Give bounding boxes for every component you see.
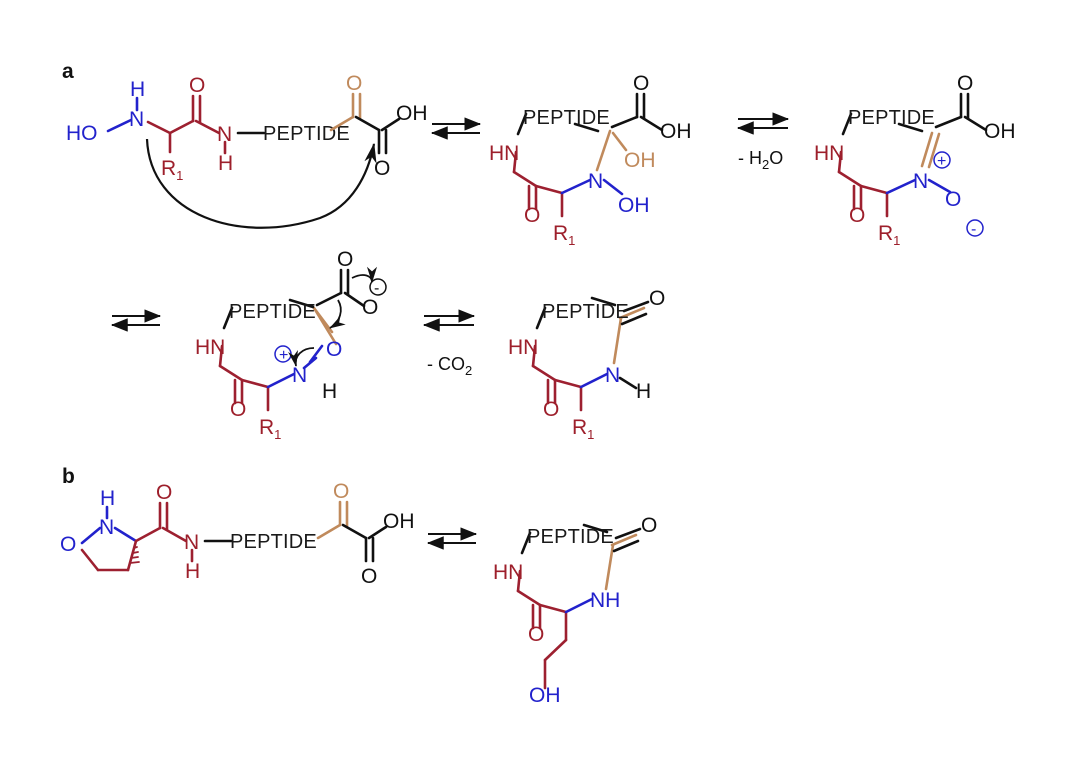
peptide-label-a1: PEPTIDE	[263, 123, 350, 145]
atom-n-plus-a3: N	[913, 170, 928, 193]
equilibrium-arrow-dehydration: - H2O	[736, 112, 790, 172]
panel-a-label: a	[62, 60, 74, 83]
stereo-hash-bond-b1	[129, 546, 140, 564]
atom-amide-n-b1: N	[184, 531, 199, 554]
atom-amide-o-a4: O	[230, 398, 246, 421]
peptide-label-a4: PEPTIDE	[229, 301, 316, 323]
atom-acid-oh-b1: OH	[383, 510, 415, 533]
atom-keto-oxygen-b1: O	[333, 480, 349, 503]
atom-hn-a2: HN	[489, 142, 519, 165]
atom-r1-label: R1	[161, 157, 183, 183]
atom-hn-b2: HN	[493, 561, 523, 584]
structure-isoxazolidine-peptide: O N H O N H PEPTIDE	[60, 481, 317, 583]
structure-nitrone: PEPTIDE HN O R1 N + O - O OH	[814, 72, 1016, 248]
atom-carboxylate-o-top-a4: O	[337, 248, 353, 271]
atom-acid-oxygen-a1: O	[374, 157, 390, 180]
plus-charge-a4: +	[279, 347, 288, 364]
atom-n-hydroxylamine: N	[129, 108, 144, 131]
atom-amide-nh-b1: H	[185, 560, 200, 583]
equilibrium-arrow-a1	[430, 117, 482, 140]
nucleophilic-attack-arrow	[145, 138, 377, 229]
equilibrium-arrow-a3	[110, 309, 162, 332]
dehydration-caption: - H2O	[738, 148, 783, 172]
structure-hemiaminal: PEPTIDE HN O R1 N OH OH O OH	[489, 72, 692, 248]
atom-amide-o-a5: O	[543, 398, 559, 421]
atom-ring-o-b1: O	[60, 533, 76, 556]
atom-hn-a5: HN	[508, 336, 538, 359]
atom-amide-oxygen: O	[189, 74, 205, 97]
atom-ring-nh-b1: H	[100, 487, 115, 510]
equilibrium-arrow-b1	[426, 527, 478, 550]
atom-n-a2: N	[588, 170, 603, 193]
plus-charge-a3: +	[937, 153, 946, 170]
structure-homoserine-product: PEPTIDE HN O NH O OH	[493, 514, 657, 707]
structure-ketoacid-a1: O OH O	[329, 72, 428, 180]
atom-r1-a5: R1	[572, 416, 594, 442]
atom-acid-oh-a1: OH	[396, 102, 428, 125]
minus-charge-circle-a3	[966, 219, 984, 237]
atom-acid-oh-a3: OH	[984, 120, 1016, 143]
peptide-label-a3: PEPTIDE	[848, 107, 935, 129]
structure-ketoacid-b1: O OH O	[316, 480, 415, 588]
atom-carboxylate-o-minus-a4: O	[362, 296, 378, 319]
atom-amide-o-a3: O	[849, 204, 865, 227]
atom-amide-nh-hydrogen: H	[218, 152, 233, 175]
decarboxylation-caption: - CO2	[427, 354, 472, 378]
atom-amide-o-b1: O	[156, 481, 172, 504]
atom-c-oh-a2: OH	[624, 149, 656, 172]
peptide-label-b1: PEPTIDE	[230, 531, 317, 553]
atom-r1-a4: R1	[259, 416, 281, 442]
atom-r1-a3: R1	[878, 222, 900, 248]
atom-o-minus-a3: O	[945, 188, 961, 211]
ring-bond-arrow	[329, 299, 346, 329]
atom-oh-b2: OH	[529, 684, 561, 707]
atom-acid-o-a2: O	[633, 72, 649, 95]
atom-amide-nitrogen: N	[217, 123, 232, 146]
atom-amide-o-a2: O	[524, 204, 540, 227]
equilibrium-arrow-decarboxylation: - CO2	[422, 309, 476, 378]
structure-hydroxylamine-peptide: HO N H R1 O N H PEPTIDE	[66, 74, 350, 183]
atom-acid-oh-a2: OH	[660, 120, 692, 143]
atom-n-h-a4: H	[322, 380, 337, 403]
atom-n-plus-a4: N	[292, 364, 307, 387]
atom-n-oh-a2: OH	[618, 194, 650, 217]
atom-acid-oxygen-b1: O	[361, 565, 377, 588]
atom-r1-a2: R1	[553, 222, 575, 248]
structure-oxaziridine: PEPTIDE HN O R1 N + H O O O -	[195, 248, 387, 442]
atom-ho-label: HO	[66, 122, 98, 145]
atom-n-a5: N	[605, 364, 620, 387]
minus-charge-circle-a4	[369, 278, 387, 296]
peptide-label-b2: PEPTIDE	[527, 526, 614, 548]
atom-c-o-a5: O	[649, 287, 665, 310]
atom-ring-o-a4: O	[326, 338, 342, 361]
atom-nh-b2: NH	[590, 589, 620, 612]
structure-amide-product: PEPTIDE HN O R1 N H O	[508, 287, 665, 442]
plus-charge-circle-a3	[933, 151, 951, 169]
atom-h-on-n: H	[130, 78, 145, 101]
carboxylate-electron-arrow	[351, 266, 378, 283]
atom-hn-a3: HN	[814, 142, 844, 165]
atom-hn-a4: HN	[195, 336, 225, 359]
atom-c-o-b2: O	[641, 514, 657, 537]
peptide-label-a5: PEPTIDE	[542, 301, 629, 323]
panel-b-label: b	[62, 465, 75, 488]
minus-charge-a3: -	[971, 221, 976, 238]
minus-charge-a4: -	[374, 280, 379, 297]
atom-n-h-a5: H	[636, 380, 651, 403]
ring-opening-arrow	[288, 347, 315, 367]
atom-acid-o-a3: O	[957, 72, 973, 95]
atom-keto-oxygen-a1: O	[346, 72, 362, 95]
peptide-label-a2: PEPTIDE	[523, 107, 610, 129]
atom-ring-n-b1: N	[99, 516, 114, 539]
atom-amide-o-b2: O	[528, 623, 544, 646]
